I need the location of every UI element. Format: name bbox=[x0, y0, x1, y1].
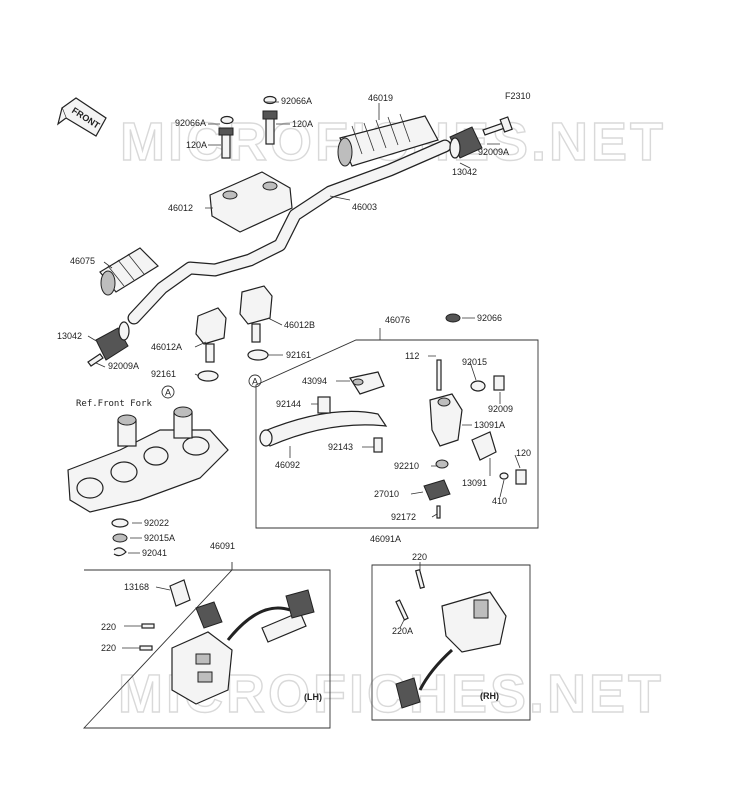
washer-92066A-left bbox=[220, 115, 234, 125]
label-46012: 46012 bbox=[168, 203, 193, 213]
label-92015: 92015 bbox=[462, 357, 487, 367]
label-92161-left: 92161 bbox=[151, 369, 176, 379]
label-92009A-left: 92009A bbox=[108, 361, 139, 371]
label-120: 120 bbox=[516, 448, 531, 458]
bracket-13091 bbox=[471, 431, 497, 461]
label-13168: 13168 bbox=[124, 582, 149, 592]
nut-92210 bbox=[435, 459, 449, 469]
label-120A-left: 120A bbox=[186, 140, 207, 150]
svg-text:A: A bbox=[252, 377, 258, 387]
label-13091A: 13091A bbox=[474, 420, 505, 430]
left-bolt-92009A bbox=[87, 353, 104, 367]
svg-text:A: A bbox=[165, 388, 171, 398]
collar-92143 bbox=[373, 437, 383, 453]
label-rh: (RH) bbox=[480, 691, 499, 701]
ref-circle-A-1: A bbox=[248, 374, 262, 388]
label-46012A: 46012A bbox=[151, 342, 182, 352]
label-92022: 92022 bbox=[144, 518, 169, 528]
washer-92066A-right bbox=[263, 95, 277, 105]
bolt-120A-right bbox=[262, 110, 278, 145]
label-220-lh-a: 220 bbox=[101, 622, 116, 632]
front-arrow-icon: FRONT bbox=[57, 97, 107, 137]
label-92161-right: 92161 bbox=[286, 350, 311, 360]
label-46003: 46003 bbox=[352, 202, 377, 212]
clip-92041 bbox=[113, 547, 127, 557]
bolt-92009 bbox=[493, 375, 505, 391]
label-112: 112 bbox=[405, 351, 419, 361]
label-220-lh-b: 220 bbox=[101, 643, 116, 653]
label-27010: 27010 bbox=[374, 489, 399, 499]
label-46092: 46092 bbox=[275, 460, 300, 470]
nut-92015A bbox=[112, 533, 128, 543]
label-92143: 92143 bbox=[328, 442, 353, 452]
label-46091A: 46091A bbox=[370, 534, 401, 544]
label-46019: 46019 bbox=[368, 93, 393, 103]
label-13042-left: 13042 bbox=[57, 331, 82, 341]
label-92009: 92009 bbox=[488, 404, 513, 414]
right-bar-end-13042 bbox=[449, 126, 483, 159]
upper-holder-46012 bbox=[209, 171, 293, 233]
clutch-lever-46092 bbox=[259, 410, 388, 447]
label-ref-front-fork: Ref.Front Fork bbox=[76, 399, 152, 409]
right-bolt-92009A bbox=[482, 116, 513, 136]
label-92066: 92066 bbox=[477, 313, 502, 323]
screw-220A-rh bbox=[395, 599, 409, 621]
label-92066A-right: 92066A bbox=[281, 96, 312, 106]
label-13091: 13091 bbox=[462, 478, 487, 488]
bolt-120 bbox=[515, 469, 527, 485]
spring-92144 bbox=[317, 396, 331, 414]
label-46091: 46091 bbox=[210, 541, 235, 551]
cap-92066 bbox=[445, 313, 461, 323]
screw-92172 bbox=[436, 505, 441, 519]
ref-circle-A-2: A bbox=[161, 385, 175, 399]
washer-92015 bbox=[470, 380, 486, 392]
lower-holder-46012A bbox=[195, 307, 227, 363]
label-lh: (LH) bbox=[304, 692, 322, 702]
screw-220-lh-b bbox=[139, 645, 153, 651]
lh-switch-frame bbox=[82, 562, 331, 729]
label-220-rh: 220 bbox=[412, 552, 427, 562]
label-13042-right: 13042 bbox=[452, 167, 477, 177]
bolt-120A-left bbox=[218, 127, 234, 159]
switch-27010 bbox=[423, 479, 451, 501]
rh-switch-housing-46091A bbox=[395, 591, 507, 709]
washer-410 bbox=[499, 472, 509, 480]
label-92009A-right: 92009A bbox=[478, 147, 509, 157]
label-92066A-left: 92066A bbox=[175, 118, 206, 128]
lever-holder-13091A bbox=[429, 393, 463, 447]
lever-assembly-frame bbox=[255, 339, 539, 529]
washer-92161-left bbox=[197, 370, 219, 382]
label-120A-right: 120A bbox=[292, 119, 313, 129]
washer-92161-right bbox=[247, 349, 269, 361]
label-46012B: 46012B bbox=[284, 320, 315, 330]
label-46075: 46075 bbox=[70, 256, 95, 266]
left-grip-46075 bbox=[99, 247, 159, 296]
washer-92022 bbox=[111, 518, 129, 528]
label-43094: 43094 bbox=[302, 376, 327, 386]
screw-220-lh-a bbox=[141, 623, 155, 629]
diagram-code: F2310 bbox=[505, 91, 531, 101]
lh-switch-housing-46091 bbox=[169, 579, 315, 705]
cover-43094 bbox=[349, 371, 385, 395]
handlebar-46003 bbox=[127, 139, 452, 325]
bolt-112 bbox=[436, 359, 442, 391]
label-92015A: 92015A bbox=[144, 533, 175, 543]
label-220A-rh: 220A bbox=[392, 626, 413, 636]
triple-clamp-ref bbox=[67, 406, 229, 513]
label-92144: 92144 bbox=[276, 399, 301, 409]
label-92172: 92172 bbox=[391, 512, 416, 522]
label-92041: 92041 bbox=[142, 548, 167, 558]
lower-holder-46012B bbox=[239, 285, 273, 343]
rh-switch-frame bbox=[371, 564, 531, 721]
left-bar-end-13042 bbox=[95, 321, 130, 361]
right-grip-46019 bbox=[337, 113, 439, 167]
screw-220-rh bbox=[415, 569, 425, 589]
label-46076: 46076 bbox=[385, 315, 410, 325]
label-92210: 92210 bbox=[394, 461, 419, 471]
label-410: 410 bbox=[492, 496, 507, 506]
